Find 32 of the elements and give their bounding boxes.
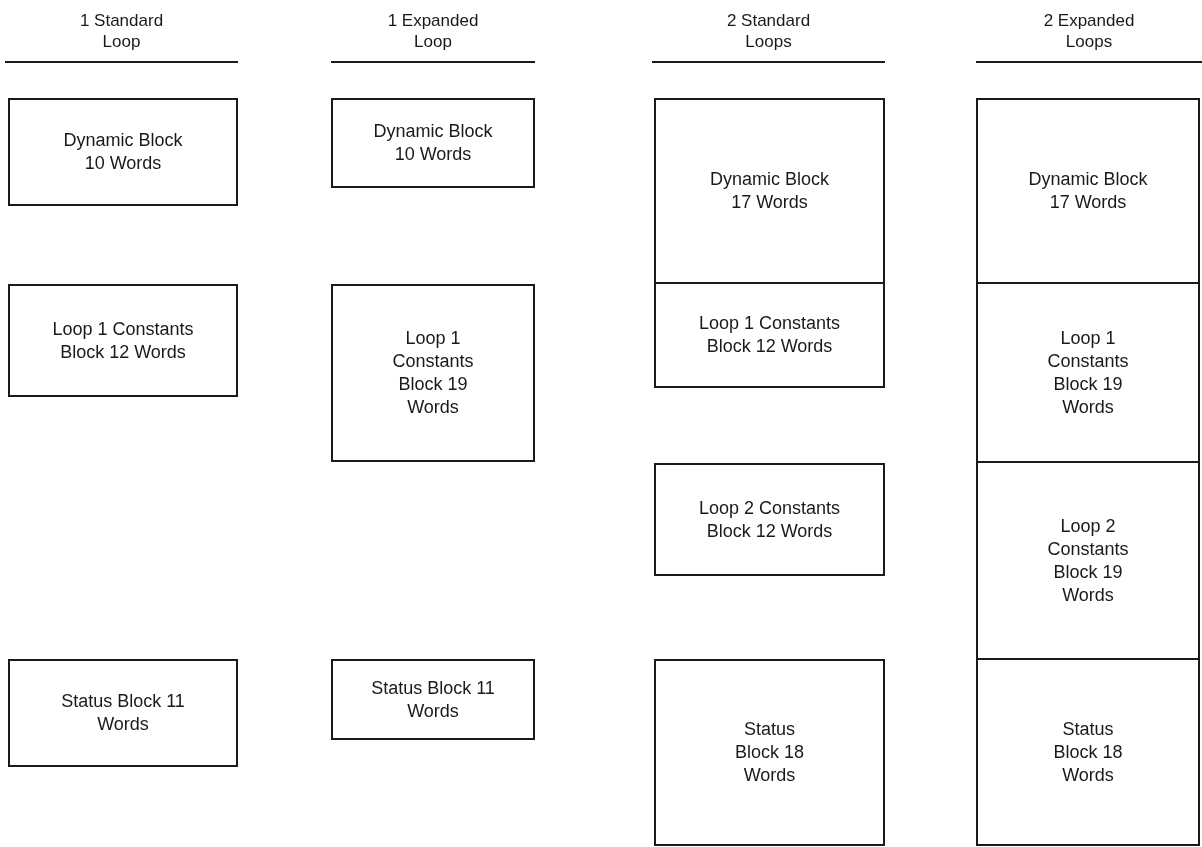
block-label: Dynamic Block 17 Words — [709, 168, 830, 214]
block-label: Status Block 18 Words — [733, 718, 805, 787]
block-label: Dynamic Block 10 Words — [373, 120, 493, 166]
memory-block-box — [654, 98, 885, 284]
memory-block-box — [654, 659, 885, 846]
column-heading: 1 Standard Loop — [78, 10, 165, 52]
column-heading: 1 Expanded Loop — [386, 10, 480, 52]
memory-block-box — [654, 284, 885, 388]
block-label: Dynamic Block 17 Words — [1028, 168, 1148, 214]
memory-block-box — [976, 463, 1200, 660]
memory-block-box — [331, 98, 535, 188]
memory-block-box — [976, 98, 1200, 284]
block-label: Dynamic Block 10 Words — [63, 129, 183, 175]
memory-block-box — [8, 98, 238, 206]
block-label: Status Block 18 Words — [1052, 717, 1124, 787]
block-label: Loop 1 Constants Block 19 Words — [391, 327, 475, 419]
memory-block-box — [654, 463, 885, 576]
memory-block-box — [976, 660, 1200, 846]
block-label: Loop 2 Constants Block 19 Words — [1046, 514, 1130, 607]
memory-block-box — [8, 659, 238, 767]
column-heading: 2 Expanded Loops — [1042, 10, 1136, 52]
memory-block-box — [331, 284, 535, 462]
block-label: Loop 2 Constants Block 12 Words — [697, 496, 842, 543]
memory-block-box — [331, 659, 535, 740]
block-label: Status Block 11 Words — [60, 690, 186, 736]
memory-block-box — [8, 284, 238, 397]
block-label: Loop 1 Constants Block 19 Words — [1046, 326, 1130, 419]
column-heading: 2 Standard Loops — [725, 10, 812, 52]
memory-block-box — [976, 284, 1200, 463]
block-label: Loop 1 Constants Block 12 Words — [697, 312, 842, 358]
block-label: Loop 1 Constants Block 12 Words — [51, 317, 195, 364]
block-label: Status Block 11 Words — [370, 676, 496, 723]
